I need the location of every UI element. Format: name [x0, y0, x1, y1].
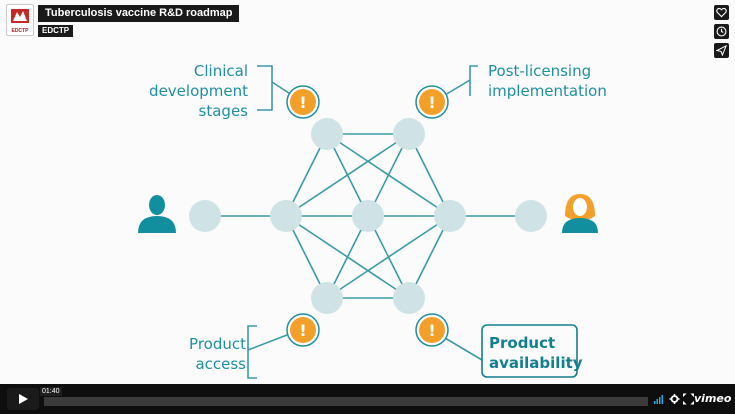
label-product-access-line-1: Product [189, 335, 246, 353]
edctp-logo-icon [11, 9, 29, 23]
svg-text:!: ! [299, 321, 306, 340]
female-person-icon [562, 194, 598, 233]
label-clinical-line-3: stages [199, 102, 249, 120]
label-post-licensing-line-1: Post-licensing [488, 62, 591, 80]
channel-logo[interactable]: EDCTP [6, 4, 34, 36]
label-post-licensing-line-2: implementation [488, 82, 607, 100]
share-button[interactable] [714, 43, 729, 58]
heart-icon [716, 7, 727, 18]
player-control-bar: 01:40 [0, 384, 735, 414]
fullscreen-icon[interactable] [683, 393, 694, 405]
play-button[interactable] [7, 388, 39, 410]
svg-text:!: ! [428, 321, 435, 340]
male-person-icon [138, 195, 176, 233]
label-product-availability-line-2: availability [489, 354, 583, 372]
alert-icon: ! [286, 85, 320, 119]
watch-later-button[interactable] [714, 24, 729, 39]
video-byline[interactable]: EDCTP [38, 25, 74, 37]
label-clinical-line-2: development [149, 82, 248, 100]
play-icon [19, 394, 28, 404]
video-title[interactable]: Tuberculosis vaccine R&D roadmap [38, 5, 240, 22]
network-nodes [189, 118, 547, 314]
vimeo-brand-link[interactable]: vimeo [694, 392, 732, 405]
settings-gear-icon[interactable] [669, 393, 680, 405]
label-product-availability-line-1: Product [489, 334, 555, 352]
clock-icon [716, 26, 727, 37]
svg-text:!: ! [299, 93, 306, 112]
product-availability-box [481, 324, 578, 378]
volume-icon[interactable] [654, 393, 664, 405]
like-button[interactable] [714, 5, 729, 20]
progress-bar[interactable] [44, 397, 648, 406]
label-clinical-line-1: Clinical [194, 62, 248, 80]
alert-icon: ! [415, 313, 449, 347]
logo-text: EDCTP [11, 28, 29, 34]
label-product-access-line-2: access [195, 355, 246, 373]
send-icon [716, 45, 727, 56]
current-time: 01:40 [40, 387, 62, 396]
svg-text:!: ! [428, 93, 435, 112]
alert-icon: ! [415, 85, 449, 119]
alert-icon: ! [286, 313, 320, 347]
